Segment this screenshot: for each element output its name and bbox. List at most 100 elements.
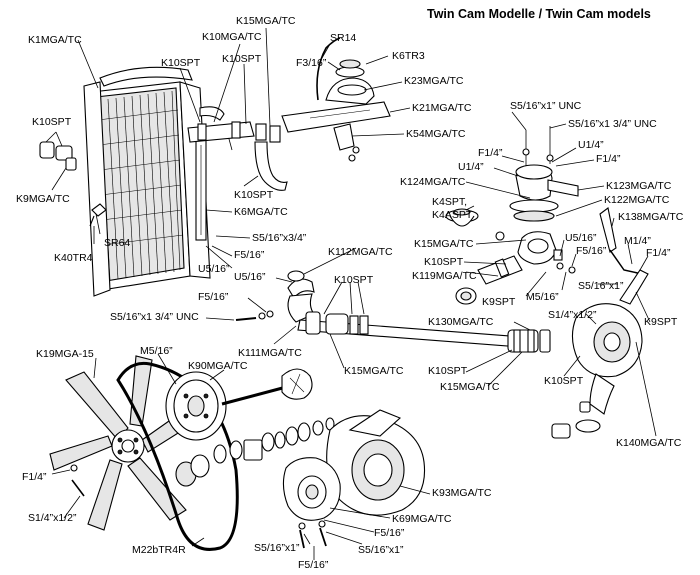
label-k130mga: K130MGA/TC [428,316,494,328]
label-k15mga-low: K15MGA/TC [344,365,404,377]
label-k124mga: K124MGA/TC [400,176,466,188]
label-k119mga: K119MGA/TC [412,270,477,282]
label-k93mga: K93MGA/TC [432,487,492,499]
label-k123mga: K123MGA/TC [606,180,672,192]
label-s5-16x3-4: S5/16”x3/4” [252,232,307,244]
bracket-k54 [333,123,360,162]
fan-pulley-k90 [165,371,227,441]
label-k15mga-top: K15MGA/TC [236,15,296,27]
label-f1-4-r1: F1/4” [478,147,503,159]
hose-clip-k9spt-center [455,287,477,305]
label-s5-16x1-right: S5/16”x1” [578,280,624,292]
label-k9mga: K9MGA/TC [16,193,70,205]
label-sr64: SR64 [104,237,130,249]
thermostat [445,208,479,227]
thermostat-housing [509,126,579,222]
label-f5-16-c: F5/16” [374,527,405,539]
header-tank [281,59,391,133]
label-k54mga: K54MGA/TC [406,128,466,140]
label-k23mga: K23MGA/TC [404,75,464,87]
leader-lines [45,27,657,560]
label-s5-16x1-unc: S5/16”x1” UNC [510,100,582,112]
label-f1-4-left: F1/4” [22,471,47,483]
hose-clips-left [39,141,77,171]
bolt-5-16x1-3-4 [235,310,274,321]
label-k10mga: K10MGA/TC [202,31,262,43]
label-k40tr4: K40TR4 [54,252,93,264]
label-k10spt-top: K10SPT [161,57,201,69]
label-k15mga-low2: K15MGA/TC [440,381,500,393]
heater-pipe-k138 [599,207,643,275]
label-k69mga: K69MGA/TC [392,513,452,525]
label-k140mga: K140MGA/TC [616,437,682,449]
label-s1-4x1-2-left: S1/4”x1/2” [28,512,77,524]
label-s5-16x1-bottom1: S5/16”x1” [254,542,300,554]
label-s5-16x1-bottom2: S5/16”x1” [358,544,404,556]
label-m5-16-left: M5/16” [140,345,173,357]
overflow-pipe-sr14 [316,37,341,101]
label-k1mga: K1MGA/TC [28,34,82,46]
spindle-impeller [221,368,313,406]
label-k10spt-low2: K10SPT [544,375,584,387]
bolt-left-f1-4 [70,464,85,497]
label-u5-16-right: U5/16” [565,232,597,244]
label-k6tr3: K6TR3 [392,50,425,62]
fan-belt-m22 [116,361,239,551]
label-k4spt: K4SPT, [432,196,467,208]
label-u1-4-r1: U1/4” [458,161,484,173]
radiator-side-bracket [195,139,207,241]
label-k122mga: K122MGA/TC [604,194,670,206]
label-k10spt-low: K10SPT [428,365,468,377]
drain-plug-k140 [551,401,591,439]
label-f5-16-d: F5/16” [298,559,329,571]
label-f5-16-right: F5/16” [576,245,607,257]
label-k9spt-center: K9SPT [482,296,516,308]
label-k6mga: K6MGA/TC [234,206,288,218]
top-hose [187,121,281,143]
label-k138mga: K138MGA/TC [618,211,684,223]
label-k10spt-top2: K10SPT [222,53,262,65]
label-k90mga: K90MGA/TC [188,360,248,372]
lower-hose-k15-lower [507,329,551,353]
label-k15mga-mid: K15MGA/TC [414,238,474,250]
label-u5-16-b: U5/16” [234,271,266,283]
small-fittings-right [553,249,576,274]
label-f1-4-r2: F1/4” [596,153,621,165]
water-pump-cover-k69 [282,457,341,521]
label-s1-4x1-2-right: S1/4”x1/2” [548,309,597,321]
radiator [83,66,233,297]
pump-bolts-bottom [298,520,327,549]
water-pump-housing-right [571,269,649,433]
label-m1-4: M1/4” [624,235,651,247]
label-k10spt-c: K10SPT [424,256,464,268]
label-s5-16x1-3-4-unc-right: S5/16”x1 3/4” UNC [568,118,657,130]
label-m22btr4r: M22bTR4R [132,544,186,556]
label-k19mga: K19MGA-15 [36,348,94,360]
label-k10spt-c2: K10SPT [334,274,374,286]
part-labels: K1MGA/TC K15MGA/TC K10MGA/TC K10SPT K10S… [16,15,684,571]
diagram-title: Twin Cam Modelle / Twin Cam models [427,7,651,21]
label-f3-16: F3/16” [296,57,327,69]
label-k111mga: K111MGA/TC [238,347,302,359]
outlet-hose-k119 [477,255,523,285]
label-k4aspt: K4ASPT [432,209,473,221]
bypass-hose-k10spt [254,141,288,191]
label-k10spt-left: K10SPT [32,116,72,128]
label-k9spt-right: K9SPT [644,316,678,328]
label-u1-4-r2: U1/4” [578,139,604,151]
label-k112mga: K112MGA/TC [328,246,393,258]
label-f1-4-r3: F1/4” [646,247,671,259]
water-outlet-elbow [495,231,557,265]
label-k10spt-mid: K10SPT [234,189,274,201]
water-pump-body-k93 [326,409,426,516]
label-u5-16-a: U5/16” [198,263,230,275]
label-s5-16x1-3-4-unc-left: S5/16”x1 3/4” UNC [110,311,199,323]
label-sr14: SR14 [330,32,356,44]
label-f5-16-b: F5/16” [198,291,229,303]
label-f5-16-a: F5/16” [234,249,265,261]
label-m5-16-right: M5/16” [526,291,559,303]
label-k21mga: K21MGA/TC [412,102,472,114]
bearing-assembly [175,417,335,487]
